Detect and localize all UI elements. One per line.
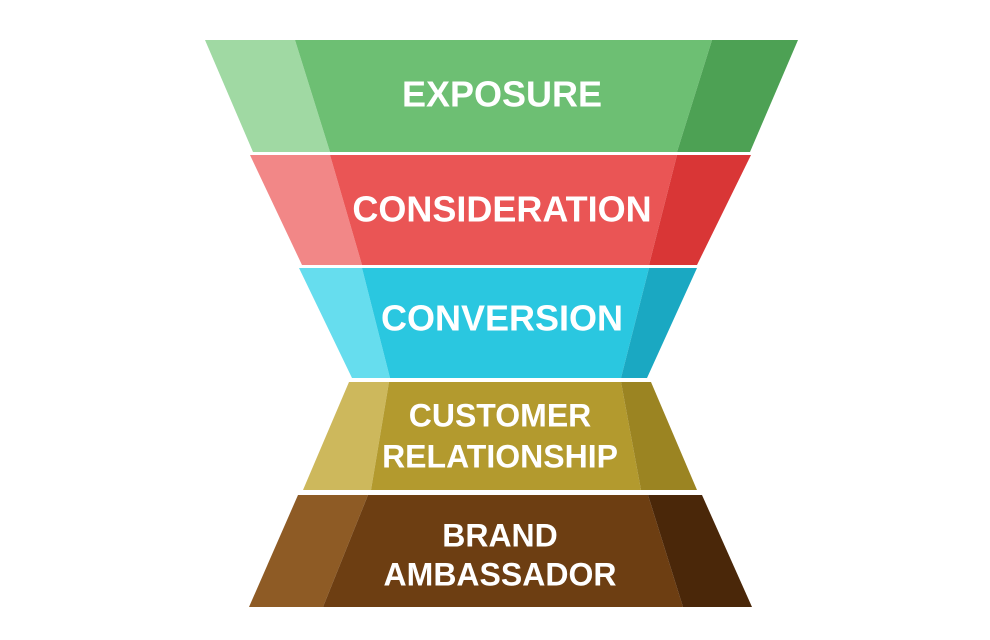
tier-consideration-right-facet bbox=[649, 155, 751, 265]
tier-exposure: EXPOSURE bbox=[205, 40, 798, 152]
tier-exposure-label: EXPOSURE bbox=[402, 74, 602, 115]
tier-conversion-right-facet bbox=[621, 268, 697, 378]
tier-conversion-label: CONVERSION bbox=[381, 298, 623, 339]
tier-customer-relationship-main-face bbox=[371, 382, 641, 490]
tier-brand-ambassador-label-line-1: BRAND bbox=[442, 517, 558, 553]
tier-brand-ambassador-right-facet bbox=[648, 495, 752, 607]
tier-customer-relationship-label-line-2: RELATIONSHIP bbox=[382, 438, 618, 474]
tier-customer-relationship-left-facet bbox=[303, 382, 389, 490]
tier-brand-ambassador-label-line-2: AMBASSADOR bbox=[384, 556, 617, 592]
tier-brand-ambassador-main-face bbox=[323, 495, 683, 607]
tier-conversion: CONVERSION bbox=[299, 268, 697, 378]
tier-consideration-main-face bbox=[330, 155, 677, 265]
tier-brand-ambassador: BRAND AMBASSADOR bbox=[249, 495, 752, 607]
tier-consideration-left-facet bbox=[250, 155, 362, 265]
tier-customer-relationship-right-facet bbox=[621, 382, 697, 490]
tier-exposure-right-facet bbox=[677, 40, 798, 152]
tier-conversion-main-face bbox=[362, 268, 649, 378]
tier-exposure-left-facet bbox=[205, 40, 330, 152]
tier-conversion-left-facet bbox=[299, 268, 390, 378]
tier-exposure-main-face bbox=[295, 40, 712, 152]
tier-customer-relationship-label-line-1: CUSTOMER bbox=[409, 397, 592, 433]
tier-customer-relationship: CUSTOMER RELATIONSHIP bbox=[303, 382, 697, 490]
tier-consideration: CONSIDERATION bbox=[250, 155, 751, 265]
tier-brand-ambassador-left-facet bbox=[249, 495, 368, 607]
tier-consideration-label: CONSIDERATION bbox=[352, 189, 651, 230]
